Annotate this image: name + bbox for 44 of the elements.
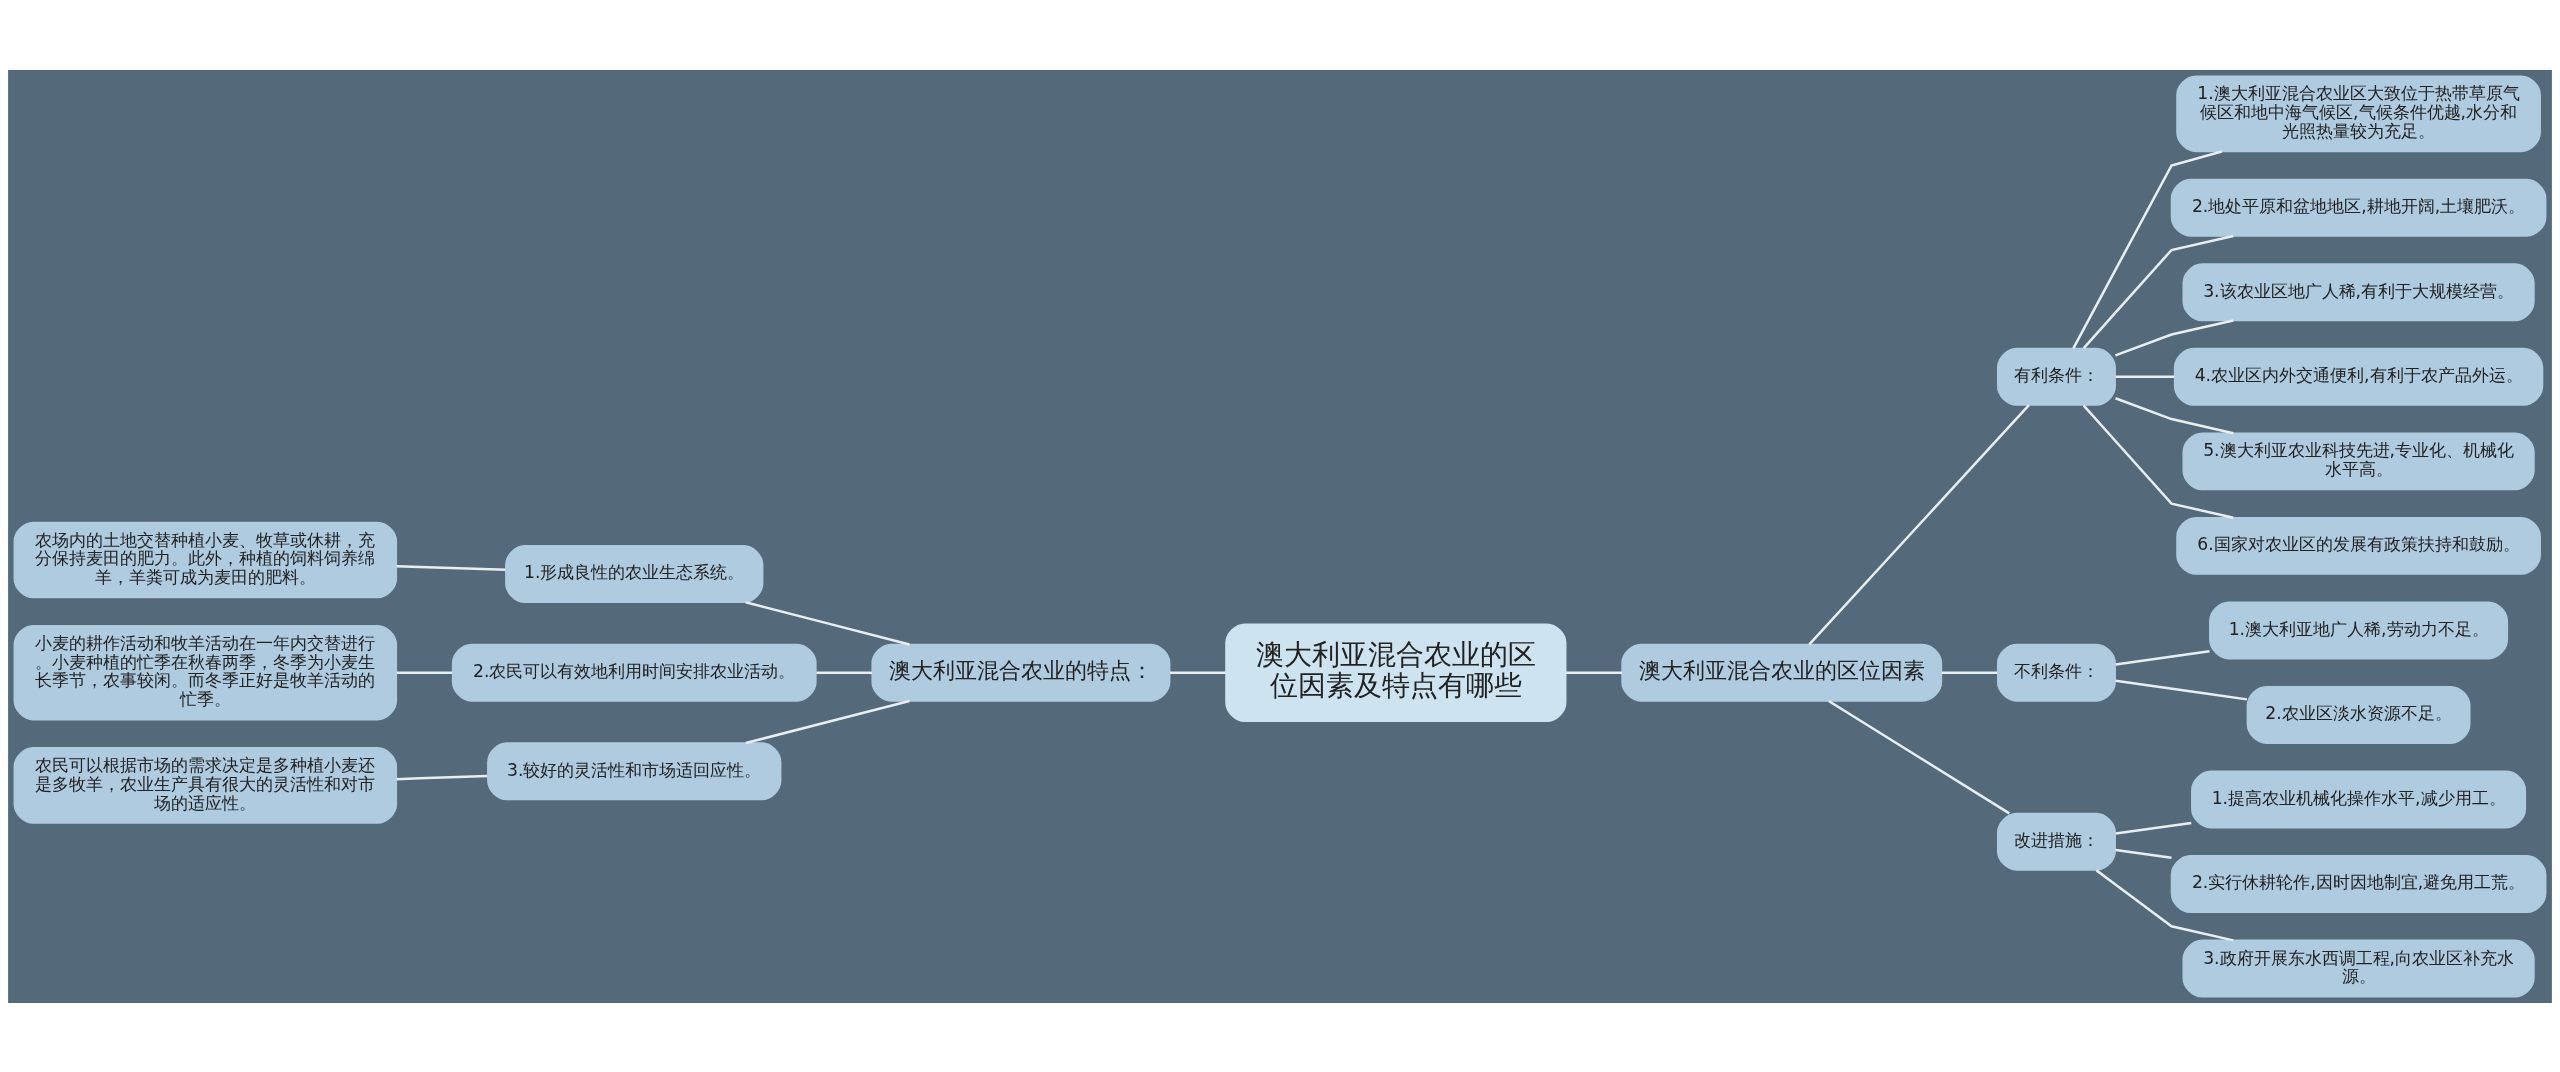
connector xyxy=(2072,149,2223,349)
connector xyxy=(816,670,873,674)
node-box: 1.提高农业机械化操作水平,减少用工。 xyxy=(2191,770,2527,828)
node-box: 2.农民可以有效地利用时间安排农业活动。 xyxy=(451,643,817,702)
node-box: 有利条件： xyxy=(1996,347,2116,406)
node-box: 不利条件： xyxy=(1996,643,2116,702)
connector xyxy=(1941,670,1998,674)
connector xyxy=(2115,318,2234,357)
connector xyxy=(1565,670,1622,674)
node-box: 澳大利亚混合农业的区位因素 xyxy=(1621,643,1943,702)
node-box: 3.较好的灵活性和市场适回应性。 xyxy=(487,741,782,800)
node-box: 澳大利亚混合农业的特点： xyxy=(871,643,1171,702)
connector xyxy=(396,774,488,780)
node-box: 4.农业区内外交通便利,有利于农产品外运。 xyxy=(2173,347,2544,406)
node-box: 农场内的土地交替种植小麦、牧草或休耕，充分保持麦田的肥力。此外，种植的饲料饲养绵羊，羊粪可成为麦田的肥料。 xyxy=(13,521,398,598)
connector xyxy=(2115,396,2234,434)
connector xyxy=(745,699,910,744)
node-box: 农民可以根据市场的需求决定是多种植小麦还是多牧羊，农业生产具有很大的灵活性和对市场的适应性。 xyxy=(13,746,398,824)
node-box: 1.形成良性的农业生态系统。 xyxy=(505,544,764,603)
connector xyxy=(2082,404,2234,519)
connector xyxy=(745,600,910,646)
node-box: 3.政府开展东水西调工程,向农业区补充水源。 xyxy=(2182,939,2535,998)
node-box: 2.地处平原和盆地地区,耕地开阔,土壤肥沃。 xyxy=(2170,178,2547,237)
node-box: 澳大利亚混合农业的区位因素及特点有哪些 xyxy=(1225,622,1567,722)
node-box: 3.该农业区地广人稀,有利于大规模经营。 xyxy=(2182,262,2535,321)
connector xyxy=(2115,649,2210,666)
connector xyxy=(1828,699,2010,814)
connector xyxy=(2115,821,2192,835)
node-box: 5.澳大利亚农业科技先进,专业化、机械化水平高。 xyxy=(2182,431,2535,490)
node-box: 小麦的耕作活动和牧羊活动在一年内交替进行。小麦种植的忙季在秋春两季，冬季为小麦生长季节，农事较闲。而冬季正好是牧羊活动的忙季。 xyxy=(13,624,398,720)
connector xyxy=(2115,848,2172,859)
connector xyxy=(396,564,506,571)
connector xyxy=(396,670,453,674)
node-box: 1.澳大利亚地广人稀,劳动力不足。 xyxy=(2209,600,2509,659)
connector xyxy=(2115,679,2248,701)
node-box: 1.澳大利亚混合农业区大致位于热带草原气候区和地中海气候区,气候条件优越,水分和光照热量较为充足。 xyxy=(2176,74,2541,152)
node-box: 改进措施： xyxy=(1996,812,2116,871)
connector xyxy=(2115,375,2175,378)
connector xyxy=(1808,403,2030,645)
connector xyxy=(1169,670,1226,674)
node-box: 6.国家对农业区的发展有政策扶持和鼓励。 xyxy=(2176,516,2541,575)
connector xyxy=(2095,868,2234,942)
node-box: 2.实行休耕轮作,因时因地制宜,避免用工荒。 xyxy=(2170,854,2547,913)
node-box: 2.农业区淡水资源不足。 xyxy=(2246,685,2471,744)
